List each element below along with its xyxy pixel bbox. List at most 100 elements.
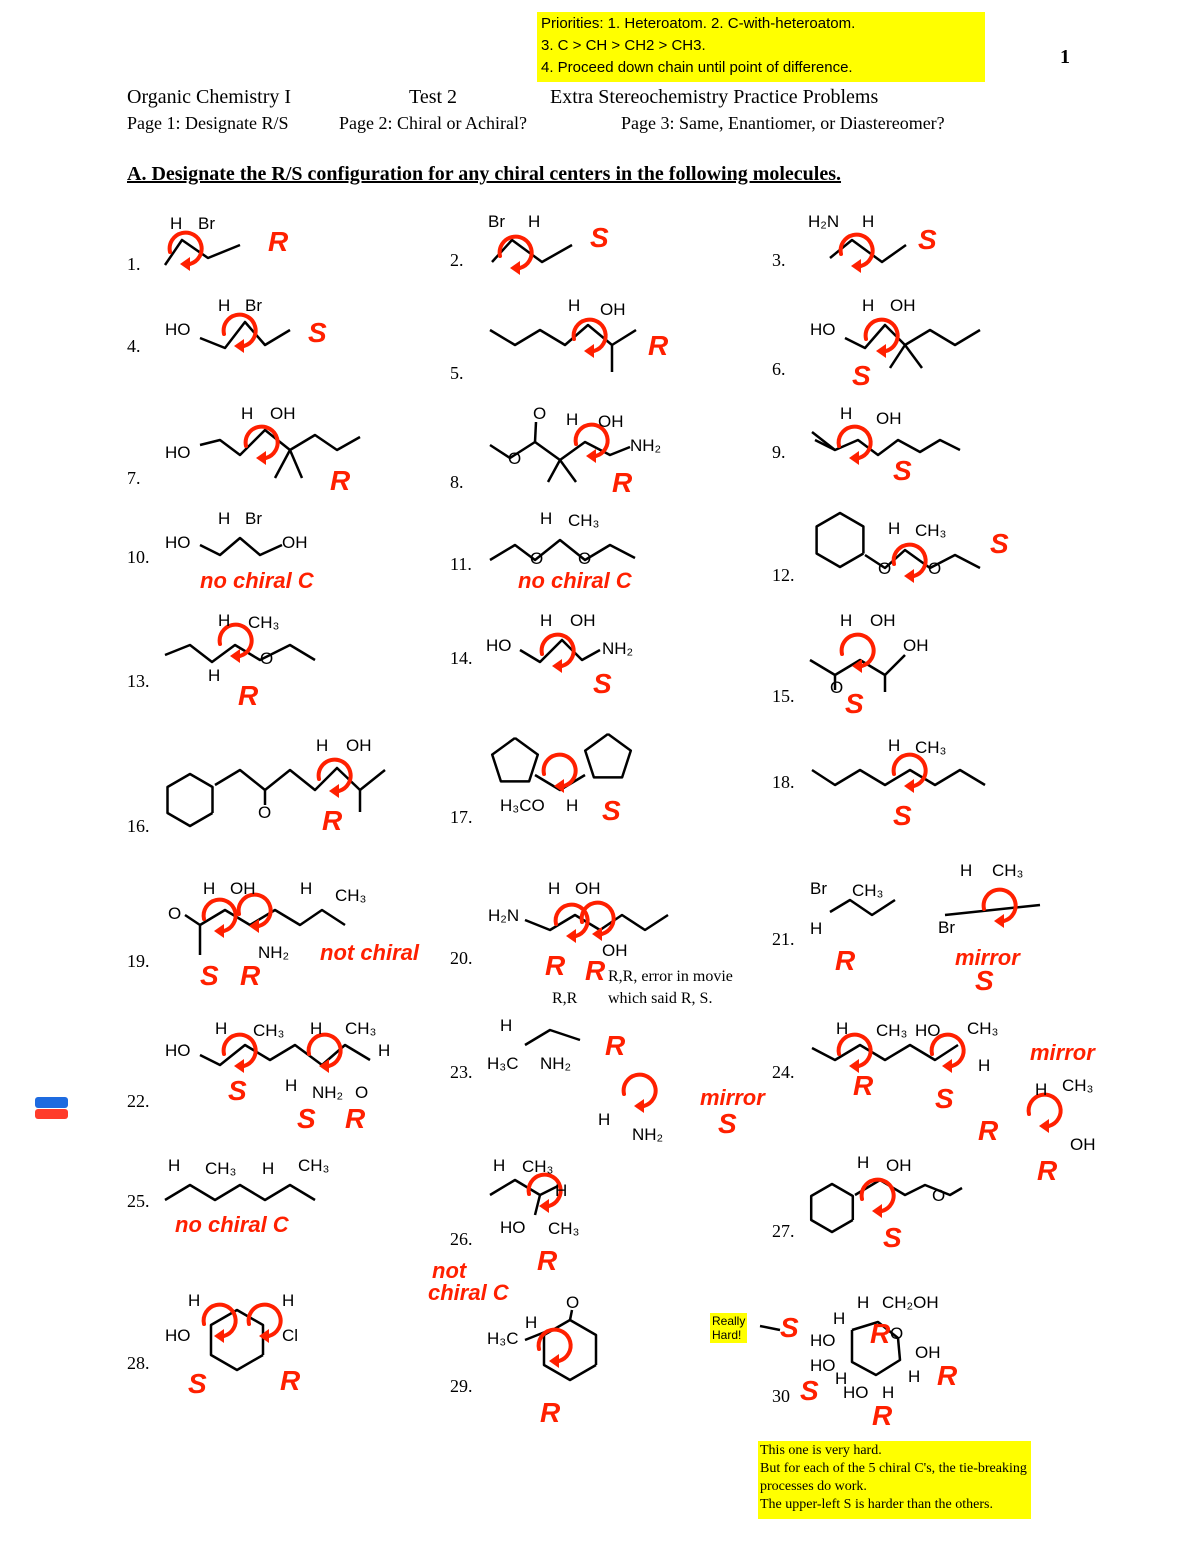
bond-skeleton: [568, 1309, 574, 1321]
atom-label: CH₃: [253, 1021, 285, 1040]
atom-label: H: [170, 214, 183, 233]
bond-skeleton: [489, 538, 636, 562]
atom-label: NH₂: [258, 943, 290, 962]
atom-label: OH: [270, 404, 296, 423]
rotation-arrow-icon: [526, 1172, 563, 1208]
red-margin-mark: [35, 1109, 68, 1119]
problem-number: 7.: [127, 468, 141, 488]
handwritten-answer: R: [545, 950, 566, 981]
arrowhead-icon: [852, 659, 862, 673]
atom-label: O: [578, 549, 592, 568]
problem-number: 8.: [450, 472, 464, 492]
rotation-arrow-icon: [836, 424, 873, 460]
bond-skeleton: [199, 428, 361, 457]
atom-label: H: [857, 1153, 870, 1172]
bond-skeleton: [533, 421, 538, 443]
atom-label: HO: [486, 636, 512, 655]
bond-skeleton: [944, 903, 1041, 917]
rotation-arrow-icon: [859, 1177, 896, 1213]
atom-label: H: [168, 1156, 181, 1175]
arrowhead-icon: [584, 344, 594, 358]
atom-label: H: [540, 611, 553, 630]
problem-number: 23.: [450, 1062, 473, 1082]
atom-label: H: [555, 1181, 568, 1200]
rotation-arrow-icon: [836, 1032, 873, 1068]
bond-skeleton: [214, 766, 386, 792]
handwritten-answer: R: [937, 1360, 958, 1391]
bond-skeleton: [184, 913, 202, 955]
bond-skeleton: [815, 511, 865, 569]
atom-label: H: [978, 1056, 991, 1075]
atom-label: CH₃: [992, 861, 1024, 880]
atom-label: CH₃: [345, 1019, 377, 1038]
problem-number: 21.: [772, 929, 795, 949]
handwritten-answer: R: [240, 960, 261, 991]
arrowhead-icon: [510, 261, 520, 275]
rotation-arrow-icon: [221, 1032, 258, 1068]
atom-label: H: [568, 296, 581, 315]
bond-skeleton: [558, 459, 578, 483]
arrowhead-icon: [942, 1059, 952, 1073]
handwritten-answer: S: [918, 224, 937, 255]
problem-number: 20.: [450, 948, 473, 968]
rotation-arrow-icon: [981, 887, 1018, 923]
atom-label: CH₂OH: [882, 1293, 939, 1312]
arrowhead-icon: [552, 659, 562, 673]
handwritten-answer: S: [990, 528, 1009, 559]
bond-skeleton: [809, 654, 906, 677]
atom-label: OH: [915, 1343, 941, 1362]
atom-label: OH: [870, 611, 896, 630]
atom-label: OH: [230, 879, 256, 898]
arrowhead-icon: [849, 1059, 859, 1073]
atom-label: H: [500, 1016, 513, 1035]
problem-number: 27.: [772, 1221, 795, 1241]
handwritten-answer: S: [845, 688, 864, 719]
atom-label: H: [300, 879, 313, 898]
section-heading: A. Designate the R/S configuration for a…: [127, 163, 842, 185]
arrowhead-icon: [566, 929, 576, 943]
rotation-arrow-icon: [863, 317, 900, 353]
atom-label: O: [932, 1186, 946, 1205]
rotation-arrow-icon: [497, 234, 534, 270]
handwritten-answer: S: [228, 1075, 247, 1106]
atom-label: H: [218, 509, 231, 528]
atom-label: H: [835, 1369, 848, 1388]
atom-label: H: [836, 1019, 849, 1038]
bond-skeleton: [164, 643, 316, 664]
bond-skeleton: [524, 1028, 581, 1047]
bond-skeleton: [524, 913, 669, 932]
atom-label: HO: [843, 1383, 869, 1402]
bond-skeleton: [829, 898, 896, 917]
atom-label: H: [525, 1313, 538, 1332]
atom-label: H: [218, 296, 231, 315]
handwritten-answer: not: [432, 1258, 467, 1283]
atom-label: Br: [938, 918, 955, 937]
atom-label: O: [508, 449, 522, 468]
atom-label: H: [310, 1019, 323, 1038]
bond-skeleton: [164, 1183, 316, 1202]
bond-skeleton: [903, 344, 924, 369]
atom-label: CH₃: [248, 613, 280, 632]
atom-label: H: [908, 1367, 921, 1386]
problem-number: 22.: [127, 1091, 150, 1111]
bond-skeleton: [489, 1178, 542, 1216]
atom-label: H: [566, 796, 579, 815]
atom-label: OH: [886, 1156, 912, 1175]
handwritten-answer: R: [345, 1103, 366, 1134]
atom-label: CH₃: [876, 1021, 908, 1040]
atom-label: HO: [165, 320, 191, 339]
atom-label: OH: [346, 736, 372, 755]
bond-skeleton: [854, 1178, 963, 1197]
problem-number: 4.: [127, 336, 141, 356]
rotation-arrow-icon: [839, 632, 876, 668]
handwritten-answer: R: [268, 226, 289, 257]
rotation-arrow-icon: [553, 902, 590, 938]
arrowhead-icon: [904, 779, 914, 793]
atom-label: HO: [915, 1021, 941, 1040]
handwritten-answer: S: [800, 1375, 819, 1406]
problem-note: R,R, error in movie: [608, 968, 733, 985]
atom-label: H₂N: [488, 906, 520, 925]
atom-label: H: [241, 404, 254, 423]
atom-label: OH: [903, 636, 929, 655]
handwritten-answer: S: [200, 960, 219, 991]
